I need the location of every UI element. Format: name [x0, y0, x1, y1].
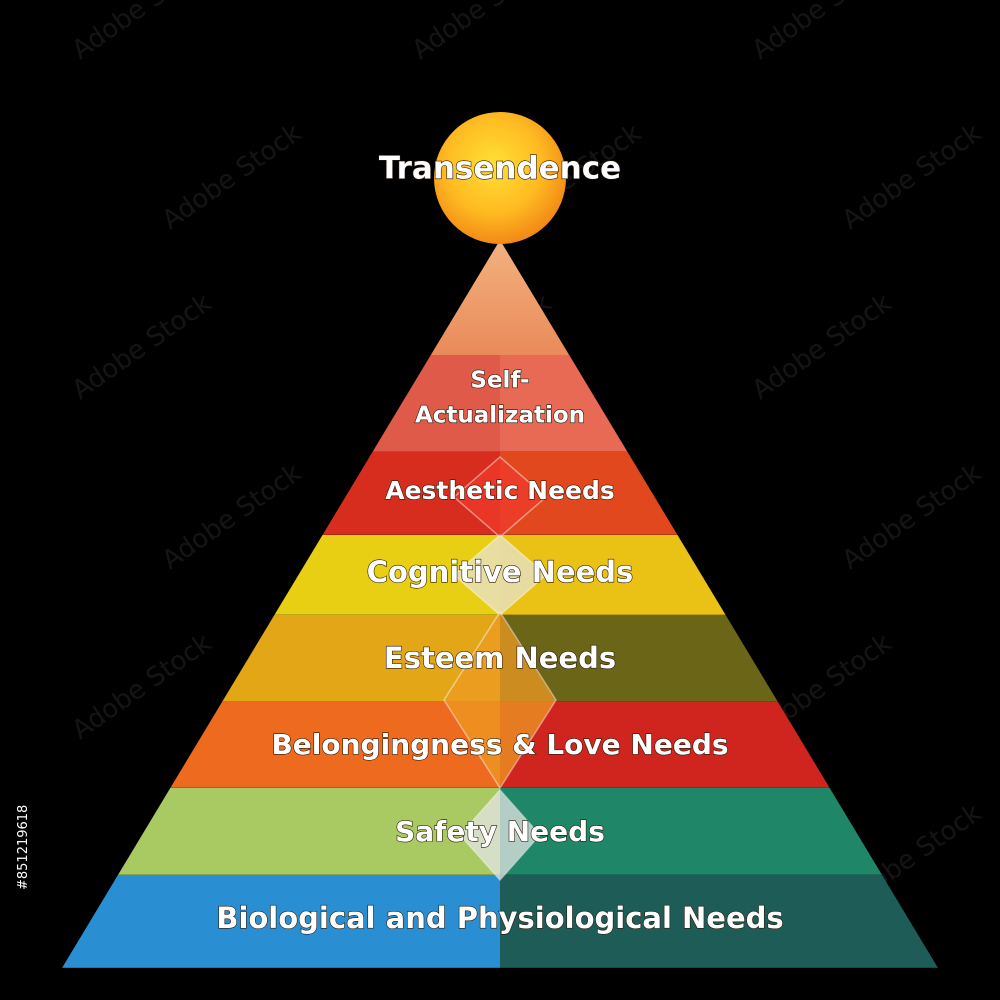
- watermark-text: Adobe Stock: [67, 628, 217, 746]
- apex-triangle: [430, 240, 570, 355]
- level-label: Cognitive Needs: [367, 555, 634, 589]
- level-band-left: [170, 702, 501, 788]
- level-band-right: [500, 788, 883, 875]
- stock-id: #851219618: [16, 805, 31, 890]
- watermark-text: Adobe Stock: [67, 0, 217, 66]
- level-band-right: [500, 875, 938, 968]
- level-band-left: [274, 535, 500, 615]
- level-label: Actualization: [415, 403, 585, 429]
- level-band-left: [222, 615, 501, 702]
- center-diamonds: [443, 456, 557, 882]
- center-diamond: [443, 610, 557, 790]
- transcendence-circle: [434, 112, 566, 244]
- watermark-text: Adobe Stock: [157, 118, 307, 236]
- level-band-right: [500, 452, 678, 535]
- pyramid-bands: [62, 240, 938, 969]
- level-band-left: [62, 875, 500, 968]
- level-band-right: [500, 615, 778, 702]
- level-label: Aesthetic Needs: [385, 476, 615, 505]
- watermark-text: Adobe Stock: [747, 288, 897, 406]
- level-label: Belongingness & Love Needs: [271, 728, 728, 761]
- level-band-left: [372, 355, 500, 452]
- level-band-left: [117, 788, 500, 875]
- watermark-text: Adobe Stock: [67, 288, 217, 406]
- center-diamond: [458, 788, 542, 882]
- watermark-text: Adobe Stock: [157, 458, 307, 576]
- level-band-right: [500, 535, 726, 615]
- watermark-text: Adobe Stock: [837, 458, 987, 576]
- watermark-text: Adobe Stock: [407, 0, 557, 66]
- level-label: Safety Needs: [395, 815, 605, 848]
- level-band-right: [500, 702, 830, 788]
- level-label: Biological and Physiological Needs: [216, 901, 783, 935]
- watermark-text: Adobe Stock: [837, 118, 987, 236]
- transcendence-label: Transendence: [379, 151, 621, 187]
- level-band-left: [322, 452, 500, 535]
- watermark-text: Adobe Stock: [747, 0, 897, 66]
- level-label: Self-: [470, 368, 529, 394]
- level-label: Esteem Needs: [384, 641, 616, 675]
- level-band-right: [500, 355, 628, 452]
